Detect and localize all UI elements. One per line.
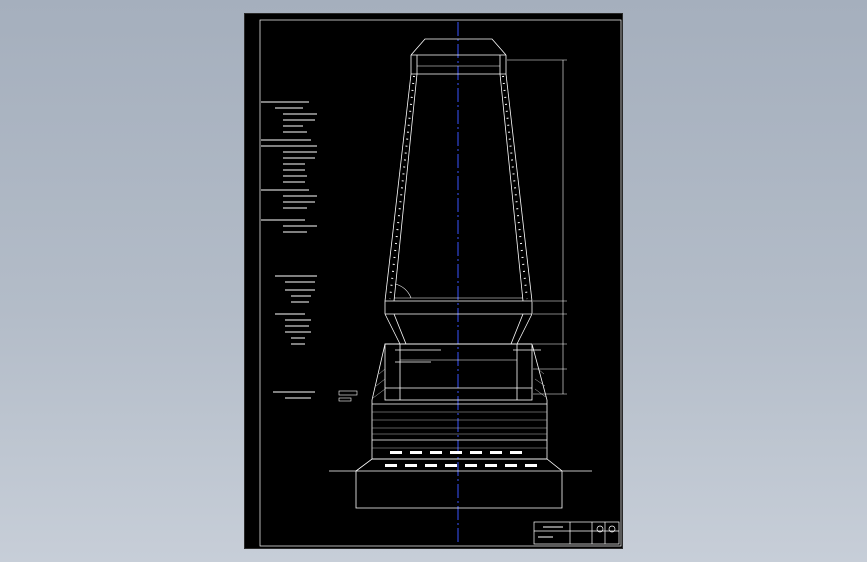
bosh-right <box>516 313 533 345</box>
title-block-text <box>538 526 563 538</box>
throat-cap <box>410 38 507 56</box>
hearth-shell <box>371 343 548 460</box>
width-dimensions <box>394 65 523 361</box>
brick-pattern <box>372 368 548 449</box>
shaft-right-inner <box>499 73 524 302</box>
legend-swatches <box>338 390 358 402</box>
refractory-lining <box>389 75 528 300</box>
furnace-profile <box>329 38 592 509</box>
shaft-left-outer <box>384 73 412 302</box>
furnace-elevation-drawing <box>259 19 622 547</box>
dimension-chain <box>507 59 567 395</box>
bosh-left <box>384 313 401 345</box>
drawing-sheet <box>244 13 623 549</box>
shaft-right-outer <box>505 73 533 302</box>
foundation-blocks <box>385 451 537 467</box>
drawing-frame <box>259 19 622 547</box>
shaft-left-inner <box>393 73 418 302</box>
technical-notes <box>261 101 317 399</box>
title-block <box>533 521 620 545</box>
